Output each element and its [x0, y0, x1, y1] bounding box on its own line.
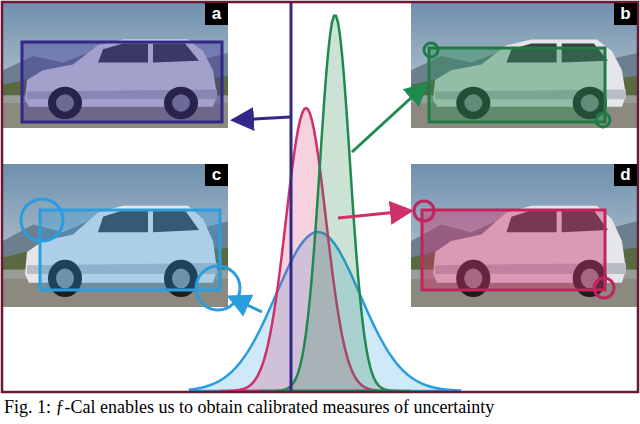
panel-letter: b: [614, 3, 637, 25]
panel-letter: c: [205, 164, 228, 186]
figure-caption: Fig. 1: ƒ-Cal enables us to obtain calib…: [4, 397, 494, 418]
panel-letter: d: [614, 164, 637, 186]
panel-letter: a: [205, 3, 228, 25]
